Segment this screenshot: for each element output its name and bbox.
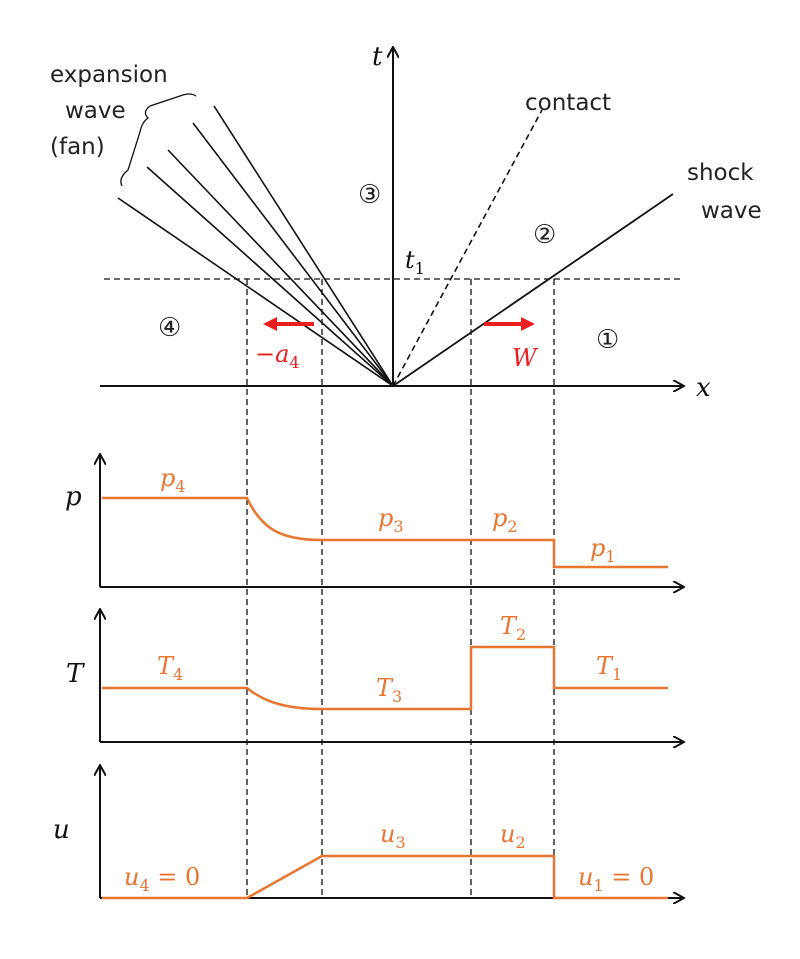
expansion-label-2: wave xyxy=(65,98,126,124)
region-4: ④ xyxy=(158,313,181,343)
fan-brace xyxy=(120,93,197,187)
left-arrow-label: −a4 xyxy=(255,340,300,372)
temperature-axis-label: T xyxy=(66,659,85,689)
velocity-plot: u u4 = 0 u3 u2 u1 = 0 xyxy=(53,766,683,898)
pressure-p4: p4 xyxy=(160,464,186,496)
pressure-p2: p2 xyxy=(492,504,518,536)
pressure-p3: p3 xyxy=(378,504,404,536)
region-2: ② xyxy=(533,220,556,250)
expansion-fan xyxy=(117,105,394,387)
velocity-u3: u3 xyxy=(380,820,406,852)
velocity-u1: u1 = 0 xyxy=(578,863,654,895)
shock-label-2: wave xyxy=(701,198,762,224)
temperature-curve xyxy=(102,645,668,711)
pressure-curve xyxy=(102,496,668,569)
velocity-curve xyxy=(102,854,668,900)
right-arrow-label: W xyxy=(512,344,539,372)
temperature-t3: T3 xyxy=(376,674,402,706)
shock-label-1: shock xyxy=(687,160,754,186)
expansion-label-3: (fan) xyxy=(50,134,105,160)
region-3: ③ xyxy=(358,180,381,210)
velocity-u4: u4 = 0 xyxy=(124,863,200,895)
pressure-p1: p1 xyxy=(590,534,616,566)
t1-label: t1 xyxy=(405,246,425,278)
velocity-axis-label: u xyxy=(53,815,70,845)
temperature-plot: T T4 T3 T2 T1 xyxy=(66,610,683,742)
shock-line xyxy=(392,193,674,387)
contact-label: contact xyxy=(525,90,611,116)
expansion-label-1: expansion xyxy=(50,62,168,88)
region-1: ① xyxy=(596,325,619,355)
pressure-axis-label: p xyxy=(65,482,82,512)
contact-line xyxy=(392,109,543,387)
velocity-u2: u2 xyxy=(500,820,526,852)
temperature-t2: T2 xyxy=(500,612,526,644)
x-axis-label: x xyxy=(696,373,711,403)
t-axis-label: t xyxy=(372,42,383,72)
wave-position-guides xyxy=(246,279,555,898)
temperature-t1: T1 xyxy=(596,652,622,684)
xt-diagram: t x expansion wave (fan) contact shock w… xyxy=(50,42,762,403)
temperature-t4: T4 xyxy=(157,652,183,684)
pressure-plot: p p4 p3 p2 p1 xyxy=(65,455,683,587)
